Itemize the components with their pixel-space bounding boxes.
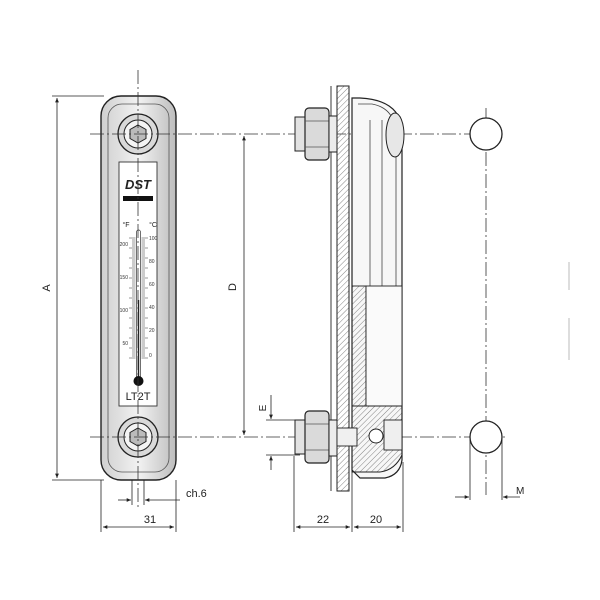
mounting-hole-bottom	[469, 420, 503, 454]
dimension-22-label: 22	[317, 514, 329, 526]
tick-label-f-200: 200	[120, 242, 129, 248]
tick-label-f-150: 150	[120, 275, 129, 281]
tank-wall	[336, 85, 350, 492]
scale-ticks	[129, 237, 148, 359]
dimension-22-20	[293, 456, 404, 532]
unit-celsius: °C	[149, 221, 157, 229]
unit-fahrenheit: °F	[122, 221, 129, 229]
thermometer-bulb	[133, 376, 144, 386]
model-label: LT2T	[126, 391, 151, 403]
bottom-fitting-hole	[368, 428, 384, 444]
tick-label-c-20: 20	[149, 328, 155, 334]
dimension-M-label: M	[516, 486, 524, 497]
brand-logo: DST	[125, 177, 152, 192]
tick-label-f-100: 100	[120, 308, 129, 314]
tick-label-c-0: 0	[149, 353, 152, 359]
dimension-E	[266, 395, 300, 470]
mounting-hole-top	[469, 117, 503, 151]
dimension-E-label: E	[258, 404, 269, 411]
side-top-bolt	[294, 107, 338, 161]
dimension-A-label: A	[41, 284, 53, 292]
tick-label-c-80: 80	[149, 259, 155, 265]
profile-top-bump	[385, 112, 405, 158]
tick-label-f-50: 50	[122, 341, 128, 347]
tick-label-c-60: 60	[149, 282, 155, 288]
section-cut	[351, 285, 367, 407]
tick-label-c-100: 100	[149, 236, 158, 242]
dimension-ch6	[118, 480, 180, 505]
side-view	[294, 85, 405, 492]
dimension-A	[52, 95, 104, 481]
dimension-31-label: 31	[144, 514, 156, 526]
dimension-20-label: 20	[370, 514, 382, 526]
side-bottom-bolt	[294, 410, 358, 464]
dimension-31	[100, 480, 177, 532]
gauge-body-inner	[107, 103, 170, 473]
dimension-ch6-label: ch.6	[186, 488, 207, 500]
dimension-D-label: D	[227, 283, 239, 291]
mounting-holes-view	[469, 117, 503, 500]
tick-label-c-40: 40	[149, 305, 155, 311]
front-view: DST °F °C 200 150 100 50 100 80 60 40 20…	[100, 95, 177, 481]
